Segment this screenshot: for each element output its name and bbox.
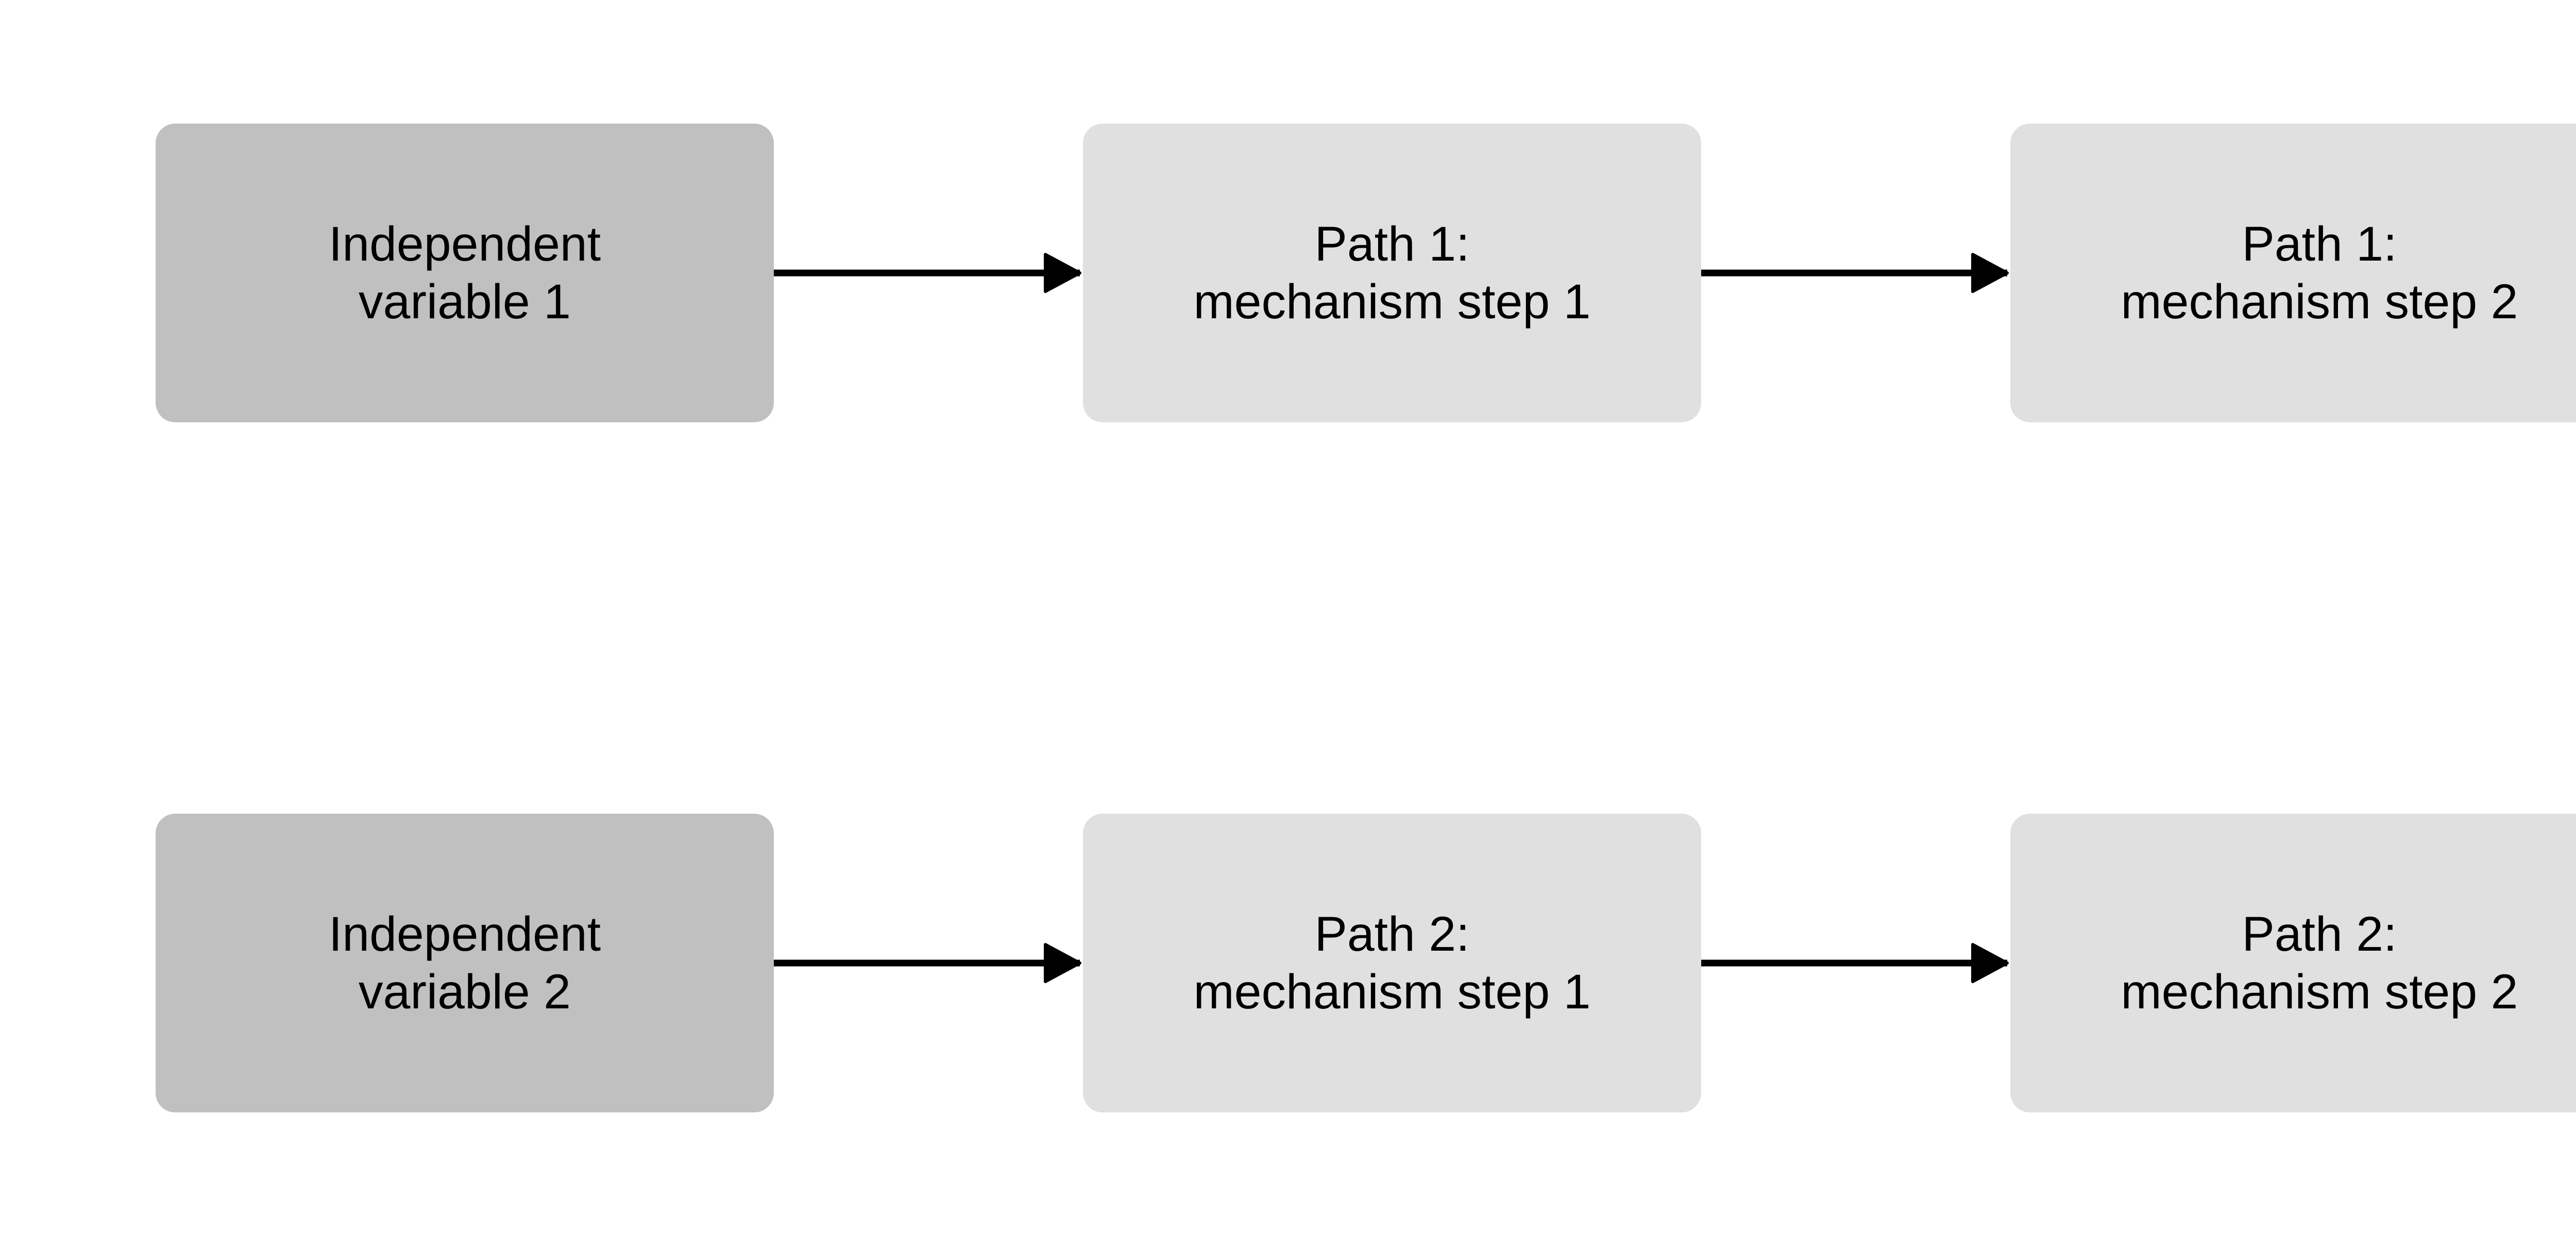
node-label-line: variable 1 xyxy=(359,274,571,329)
node-label-line: Independent xyxy=(328,907,601,962)
node-label-line: Path 1: xyxy=(1314,217,1470,271)
node-path2-mechanism-step-2: Path 2: mechanism step 2 xyxy=(2010,814,2576,1112)
node-label-line: mechanism step 1 xyxy=(1193,274,1591,329)
node-independent-variable-2: Independent variable 2 xyxy=(156,814,774,1112)
node-path1-mechanism-step-1: Path 1: mechanism step 1 xyxy=(1083,124,1701,422)
node-label-line: mechanism step 2 xyxy=(2121,274,2518,329)
node-label-line: mechanism step 1 xyxy=(1193,965,1591,1019)
node-path1-mechanism-step-2: Path 1: mechanism step 2 xyxy=(2010,124,2576,422)
node-label-line: Independent xyxy=(328,217,601,271)
node-label-line: Path 2: xyxy=(1314,907,1470,962)
node-independent-variable-1: Independent variable 1 xyxy=(156,124,774,422)
node-path2-mechanism-step-1: Path 2: mechanism step 1 xyxy=(1083,814,1701,1112)
node-label-line: variable 2 xyxy=(359,965,571,1019)
node-label-line: mechanism step 2 xyxy=(2121,965,2518,1019)
node-label-line: Path 2: xyxy=(2242,907,2397,962)
node-label-line: Path 1: xyxy=(2242,217,2397,271)
